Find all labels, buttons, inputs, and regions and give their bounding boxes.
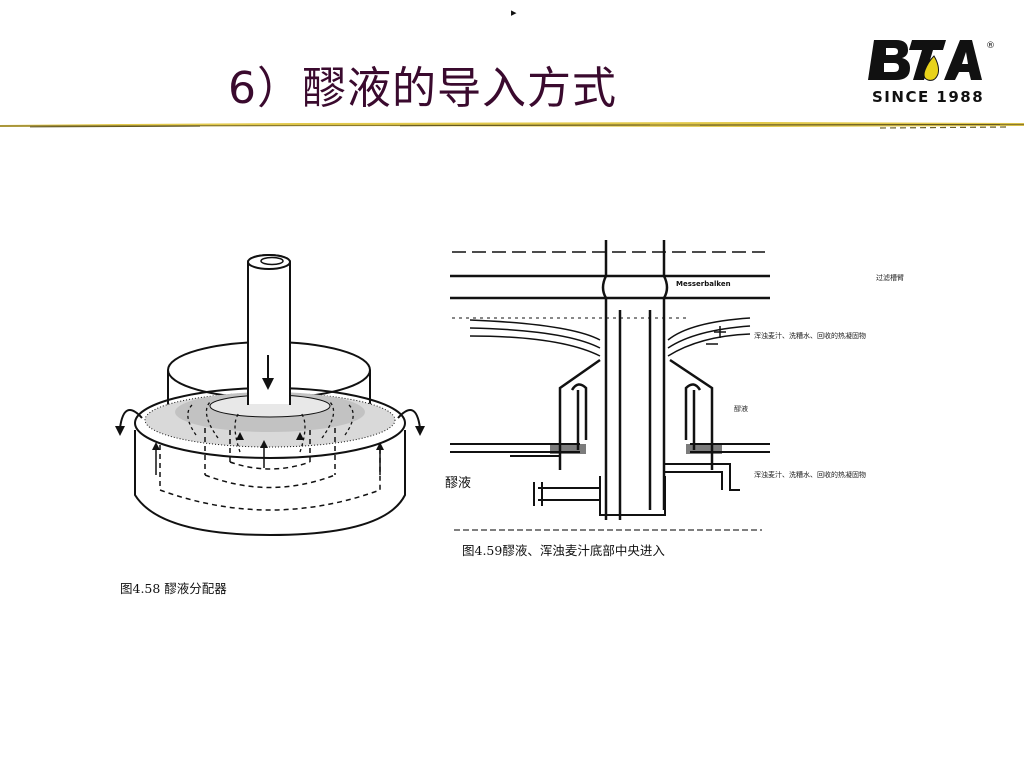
brand-since-text: SINCE 1988: [872, 88, 985, 106]
registered-mark: ®: [986, 41, 995, 51]
figure-4-59-caption: 图4.59醪液、浑浊麦汁底部中央进入: [462, 543, 665, 558]
slide-nav-marker[interactable]: ▸: [511, 6, 517, 19]
annotation-wort-inlet-lower: 浑浊麦汁、洗糟水、回收的热凝固物: [754, 471, 866, 479]
mash-inlet-label: 醪液: [445, 476, 472, 491]
lauter-tun-central-inlet-diagram: Messerbalken: [450, 240, 770, 560]
title-divider-rule: [0, 122, 1024, 129]
mash-distributor-diagram: [115, 254, 425, 537]
slide-title: 6）醪液的导入方式: [228, 63, 617, 114]
annotation-mash: 醪液: [734, 405, 748, 413]
annotation-trough-arm: 过滤槽臂: [876, 274, 904, 282]
annotation-wort-inlet-upper: 浑浊麦汁、洗糟水、回收的热凝固物: [754, 332, 866, 340]
messerbalken-label: Messerbalken: [676, 280, 731, 288]
bta-logo: ®: [868, 40, 995, 81]
figure-4-58-caption: 图4.58 醪液分配器: [120, 581, 227, 596]
